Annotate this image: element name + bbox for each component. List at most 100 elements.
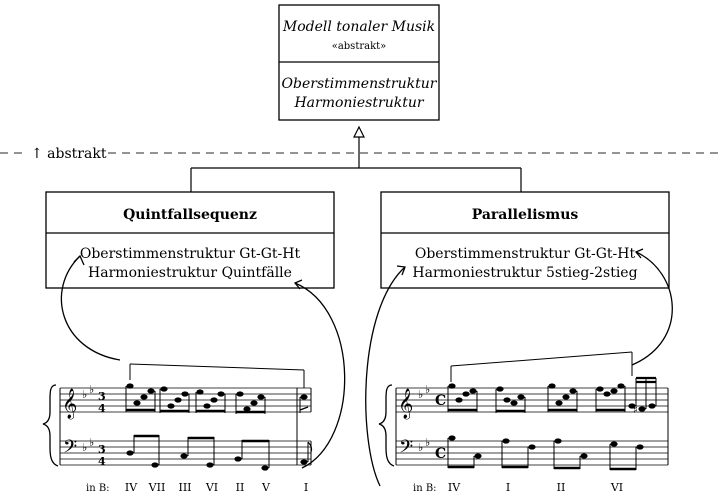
note-head <box>496 386 504 392</box>
right-class-attribute: Oberstimmenstruktur Gt-Gt-Ht <box>415 246 636 262</box>
note-head <box>548 383 556 389</box>
note-head <box>126 383 134 389</box>
common-time-icon: C <box>435 446 446 462</box>
note-head <box>455 397 463 403</box>
left-bass-line <box>126 434 313 471</box>
note-head <box>210 397 218 403</box>
left-score-brace <box>42 384 59 467</box>
harmony-numeral: V <box>261 481 271 493</box>
note-head <box>257 394 265 400</box>
flat-icon: ♭ <box>82 388 87 401</box>
right-class-title: Parallelismus <box>472 207 579 223</box>
note-head <box>462 391 470 397</box>
harmony-numeral: I <box>506 481 510 493</box>
note-head <box>133 400 141 406</box>
right-treble-staff <box>396 387 668 413</box>
right-upper-arrow <box>631 251 673 366</box>
note-head <box>160 386 168 392</box>
common-time-icon: C <box>435 393 446 409</box>
time-signature-top: 3 <box>98 443 106 456</box>
note-head <box>167 403 175 409</box>
note-head <box>181 391 189 397</box>
sharp-icon: ♯ <box>633 405 638 416</box>
note-head <box>580 453 588 459</box>
left-score: 𝄞 𝄢 ♭ ♭ ♭ ♭ 3 4 3 4 <box>42 363 313 493</box>
note-head <box>648 403 656 409</box>
note-head <box>174 397 182 403</box>
flat-icon: ♭ <box>418 388 423 401</box>
left-upper-arrow <box>60 255 121 361</box>
top-class-attribute: Harmoniestruktur <box>293 95 424 111</box>
note-head <box>448 383 456 389</box>
right-class-frame <box>380 191 670 289</box>
left-melody-group <box>195 389 226 413</box>
note-head <box>206 462 214 468</box>
flat-icon: ♭ <box>418 441 423 454</box>
flat-icon: ♭ <box>89 436 94 449</box>
flat-icon: ♭ <box>82 441 87 454</box>
top-class-stereotype: «abstrakt» <box>332 41 387 52</box>
harmony-numeral: VI <box>610 481 623 493</box>
harmony-numeral: II <box>557 481 566 493</box>
top-class-attribute: Oberstimmenstruktur <box>282 76 438 92</box>
right-score-brace <box>378 384 395 467</box>
left-melody-group <box>125 383 156 412</box>
note-head <box>196 389 204 395</box>
harmony-prefix: in B: <box>86 483 110 493</box>
left-class-attribute: Harmoniestruktur Quintfälle <box>88 265 292 281</box>
note-head <box>554 438 562 444</box>
harmony-numeral: VI <box>205 481 218 493</box>
note-head <box>562 394 570 400</box>
note-head <box>217 391 225 397</box>
left-melody-group <box>159 386 190 413</box>
note-head <box>261 465 269 471</box>
phrase-bracket <box>129 363 305 371</box>
note-head <box>474 453 482 459</box>
note-head <box>517 394 525 400</box>
note-head <box>636 444 644 450</box>
note-head <box>151 462 159 468</box>
left-class-attribute: Oberstimmenstruktur Gt-Gt-Ht <box>80 246 301 262</box>
left-class-title: Quintfallsequenz <box>123 207 257 223</box>
note-head <box>596 386 604 392</box>
right-score: 𝄞 𝄢 ♭ ♭ ♭ ♭ C C <box>378 351 669 493</box>
abstraction-label: ↑ abstrakt <box>31 146 107 162</box>
note-head <box>569 388 577 394</box>
harmony-numeral: IV <box>125 481 138 493</box>
note-head <box>503 397 511 403</box>
note-head <box>140 394 148 400</box>
right-melody-group: ♯ <box>628 376 657 416</box>
note-head <box>300 459 308 465</box>
note-head <box>203 403 211 409</box>
right-class-attribute: Harmoniestruktur 5stieg-2stieg <box>412 265 637 281</box>
note-head <box>243 406 251 412</box>
harmony-prefix: in B: <box>413 483 437 493</box>
flat-icon: ♭ <box>425 436 430 449</box>
note-head <box>469 388 477 394</box>
right-bass-line <box>447 435 644 471</box>
note-head <box>236 391 244 397</box>
left-melody-group <box>235 391 266 414</box>
note-head <box>610 441 618 447</box>
note-head <box>234 456 242 462</box>
note-head <box>603 391 611 397</box>
harmony-numeral: VII <box>148 481 166 493</box>
note-head <box>510 400 518 406</box>
harmony-numeral: II <box>236 481 245 493</box>
flat-icon: ♭ <box>89 383 94 396</box>
right-melody-group <box>495 386 526 413</box>
bass-clef-icon: 𝄢 <box>399 437 413 462</box>
generalization-connector <box>190 125 522 192</box>
note-head <box>628 403 636 409</box>
treble-clef-icon: 𝄞 <box>398 388 413 420</box>
left-class-frame <box>45 191 335 289</box>
note-head <box>610 388 618 394</box>
right-lower-arrow <box>365 266 406 487</box>
left-lower-arrow <box>294 282 346 469</box>
note-head <box>555 400 563 406</box>
note-head <box>180 453 188 459</box>
top-class-title: Modell tonaler Musik <box>282 19 435 35</box>
flat-icon: ♭ <box>425 383 430 396</box>
harmony-numeral: IV <box>448 481 461 493</box>
